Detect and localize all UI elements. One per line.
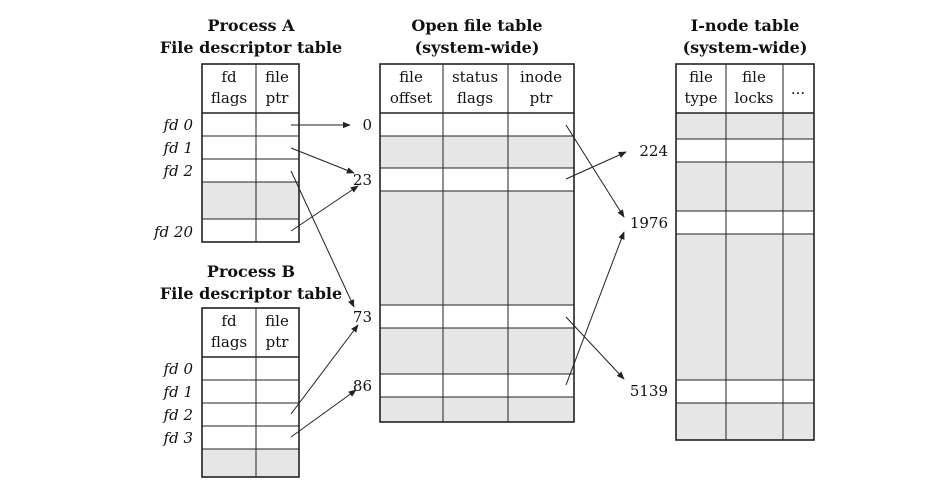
inode-col-more: ...	[791, 80, 805, 98]
process-b-fd-0: fd 0	[163, 360, 194, 378]
open-file-shade-3	[380, 328, 574, 374]
process-b-col-flags: flags	[211, 333, 247, 351]
arrow-a-fd2-to-73	[290, 170, 355, 308]
open-file-col-ptr: ptr	[530, 89, 554, 107]
process-b-frame	[201, 307, 300, 478]
open-file-entry-0: 0	[362, 116, 372, 134]
process-b-col-file: file	[265, 312, 289, 330]
process-a-fd-2: fd 2	[163, 162, 193, 180]
process-b-subtitle: File descriptor table	[160, 284, 342, 303]
arrow-b-fd2-to-73	[290, 324, 359, 415]
open-file-table-title: Open file table	[411, 16, 542, 35]
arrow-86-to-1976	[565, 231, 625, 386]
inode-col-locks: locks	[734, 89, 773, 107]
open-file-entry-23: 23	[353, 171, 372, 189]
process-a-col-flags: flags	[211, 89, 247, 107]
process-b-col-fd: fd	[221, 312, 237, 330]
inode-col-type: type	[685, 89, 718, 107]
inode-shade-4	[676, 403, 814, 440]
inode-table-frame	[675, 63, 815, 441]
arrow-73-to-5139	[565, 316, 625, 380]
inode-entry-5139: 5139	[630, 382, 668, 400]
arrow-b-fd3-to-86	[290, 389, 357, 438]
open-file-shade-1	[380, 136, 574, 168]
process-a-fd-0: fd 0	[163, 116, 194, 134]
open-file-table-frame	[379, 63, 575, 423]
arrow-0-to-1976	[565, 124, 625, 218]
open-file-table: Open file table (system-wide) file offse…	[353, 16, 575, 423]
process-a-col-ptr: ptr	[266, 89, 290, 107]
open-file-col-status: status	[452, 68, 498, 86]
open-file-col-flags: flags	[457, 89, 493, 107]
inode-col-file-2: file	[742, 68, 766, 86]
open-file-shade-2	[380, 191, 574, 305]
process-a-frame	[201, 63, 300, 243]
inode-table-subtitle: (system-wide)	[683, 38, 808, 57]
process-b-col-ptr: ptr	[266, 333, 290, 351]
connection-arrows	[290, 121, 627, 438]
process-a-table: Process A File descriptor table fd flags…	[153, 16, 342, 243]
arrow-a-fd1-to-23	[290, 147, 355, 174]
inode-entry-1976: 1976	[630, 214, 668, 232]
process-a-fd-1: fd 1	[163, 139, 193, 157]
process-a-col-fd: fd	[221, 68, 237, 86]
process-a-fd-20: fd 20	[153, 223, 193, 241]
open-file-table-subtitle: (system-wide)	[415, 38, 540, 57]
process-a-col-file: file	[265, 68, 289, 86]
inode-shade-2	[676, 162, 814, 211]
process-b-unused-rows	[202, 449, 299, 477]
arrow-a-fd20-to-23	[290, 185, 359, 232]
inode-col-file-1: file	[689, 68, 713, 86]
process-a-subtitle: File descriptor table	[160, 38, 342, 57]
process-a-title: Process A	[207, 16, 295, 35]
process-a-unused-rows	[202, 182, 299, 219]
open-file-col-offset: offset	[390, 89, 432, 107]
inode-table-title: I-node table	[691, 16, 800, 35]
process-b-table: Process B File descriptor table fd flags…	[160, 262, 342, 478]
inode-shade-1	[676, 113, 814, 139]
process-b-fd-3: fd 3	[163, 429, 193, 447]
open-file-entry-73: 73	[353, 308, 372, 326]
inode-shade-3	[676, 234, 814, 380]
inode-entry-224: 224	[639, 142, 668, 160]
process-b-title: Process B	[207, 262, 295, 281]
open-file-col-inode: inode	[520, 68, 562, 86]
open-file-col-file: file	[399, 68, 423, 86]
inode-table: I-node table (system-wide) file type fil…	[630, 16, 815, 441]
process-b-fd-1: fd 1	[163, 383, 193, 401]
process-b-fd-2: fd 2	[163, 406, 193, 424]
arrow-23-to-224	[565, 151, 627, 180]
open-file-shade-4	[380, 397, 574, 422]
open-file-entry-86: 86	[353, 377, 372, 395]
